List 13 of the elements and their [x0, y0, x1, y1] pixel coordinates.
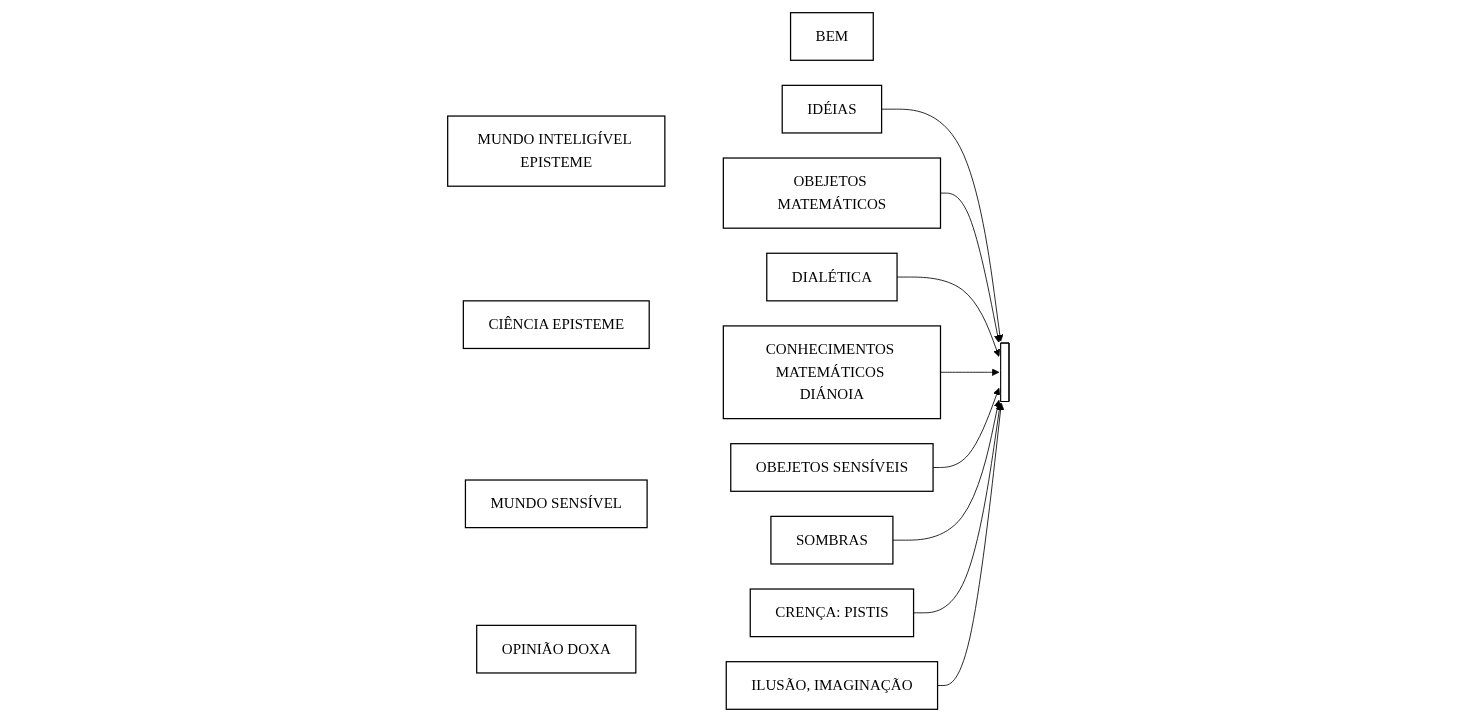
node-box: BEM	[790, 12, 875, 61]
node-box: OBEJETOS SENSÍVEIS	[730, 443, 934, 492]
node-box: MUNDO INTELIGÍVEL EPISTEME	[447, 115, 666, 187]
node-box: DIALÉTICA	[766, 252, 898, 302]
node-box: CIÊNCIA EPISTEME	[462, 300, 650, 350]
node-box: MUNDO SENSÍVEL	[464, 479, 648, 529]
node-box: SOMBRAS	[770, 515, 894, 565]
node-box: CRENÇA: PISTIS	[749, 588, 915, 638]
node-box: OBEJETOS MATEMÁTICOS	[722, 157, 942, 229]
node-box: IDÉIAS	[781, 84, 883, 134]
node-box: CONHECIMENTOS MATEMÁTICOS DIÁNOIA	[722, 325, 942, 420]
node-box: OPINIÃO DOXA	[476, 624, 637, 674]
node-box: ILUSÃO, IMAGINAÇÃO	[725, 661, 939, 710]
